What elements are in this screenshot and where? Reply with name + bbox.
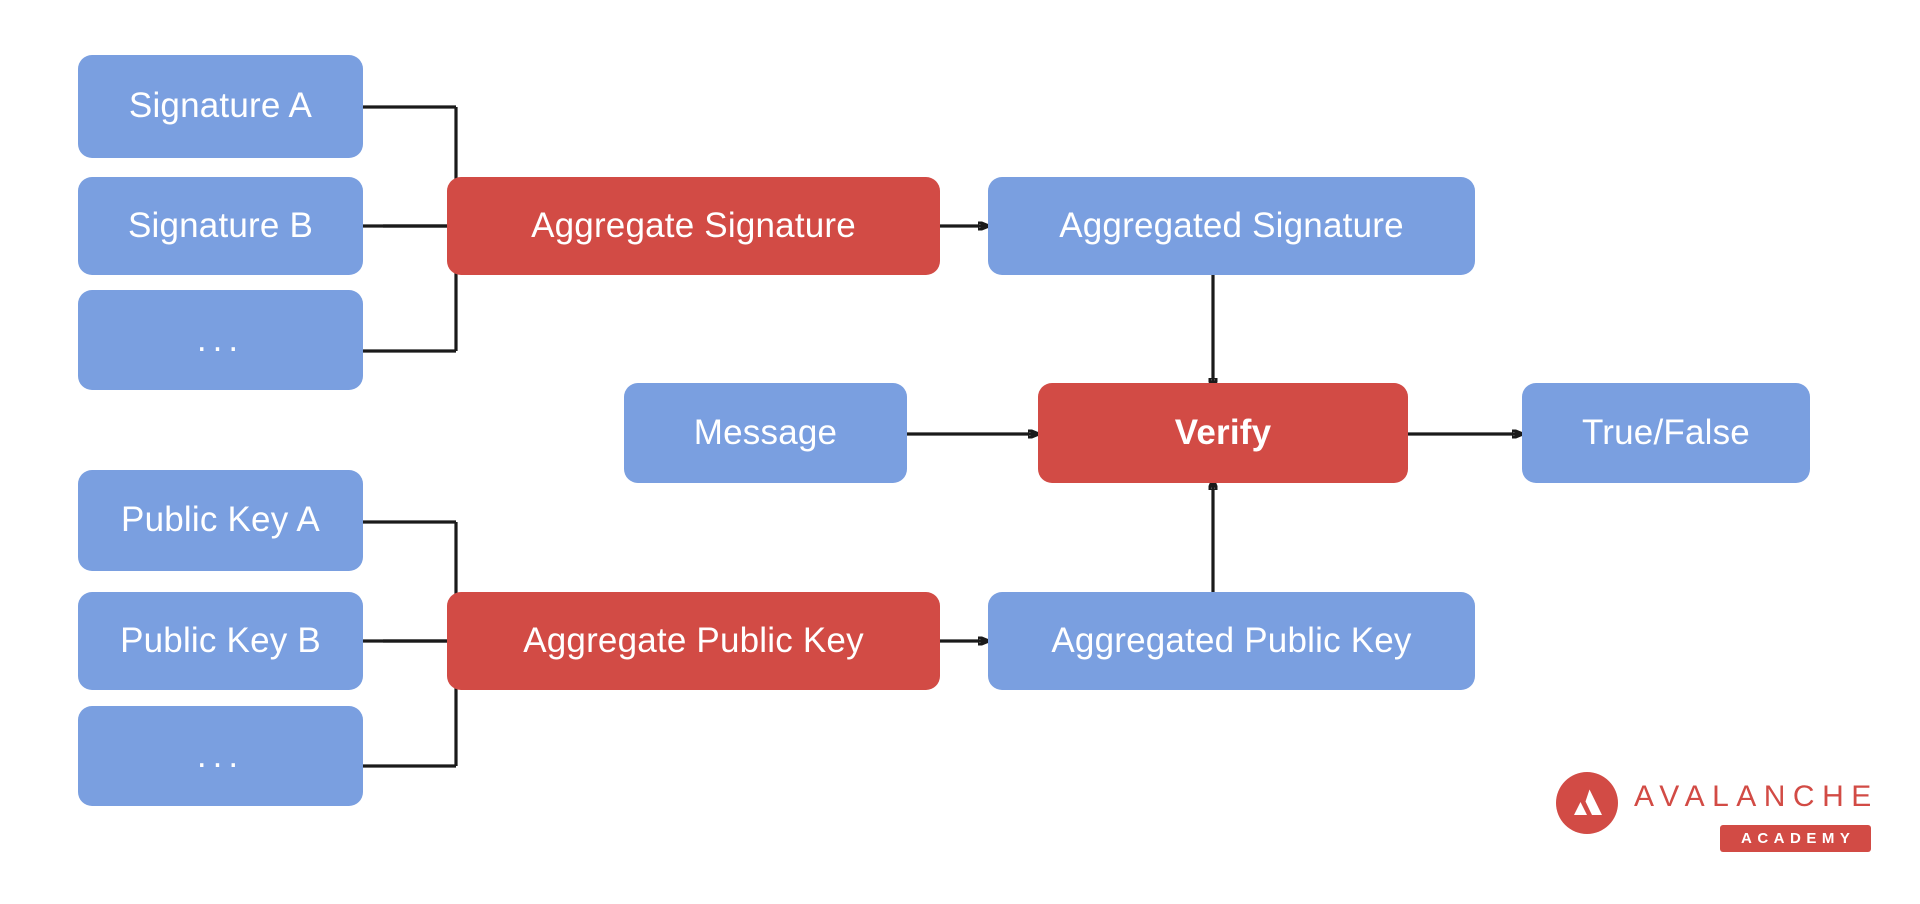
node-aggregated-public-key[interactable]: Aggregated Public Key xyxy=(988,592,1475,690)
node-aggregated-signature[interactable]: Aggregated Signature xyxy=(988,177,1475,275)
node-signature-ellipsis[interactable]: ... xyxy=(78,290,363,390)
avalanche-mark-icon xyxy=(1556,772,1618,834)
avalanche-wordmark: AVALANCHE xyxy=(1634,780,1879,813)
node-signature-a[interactable]: Signature A xyxy=(78,55,363,158)
node-signature-b[interactable]: Signature B xyxy=(78,177,363,275)
node-verify[interactable]: Verify xyxy=(1038,383,1408,483)
node-aggregate-public-key[interactable]: Aggregate Public Key xyxy=(447,592,940,690)
node-true-false[interactable]: True/False xyxy=(1522,383,1810,483)
node-message[interactable]: Message xyxy=(624,383,907,483)
academy-badge: ACADEMY xyxy=(1720,825,1872,852)
node-public-key-ellipsis[interactable]: ... xyxy=(78,706,363,806)
node-public-key-b[interactable]: Public Key B xyxy=(78,592,363,690)
node-aggregate-signature[interactable]: Aggregate Signature xyxy=(447,177,940,275)
avalanche-academy-logo: AVALANCHE ACADEMY xyxy=(1556,770,1886,860)
node-public-key-a[interactable]: Public Key A xyxy=(78,470,363,571)
